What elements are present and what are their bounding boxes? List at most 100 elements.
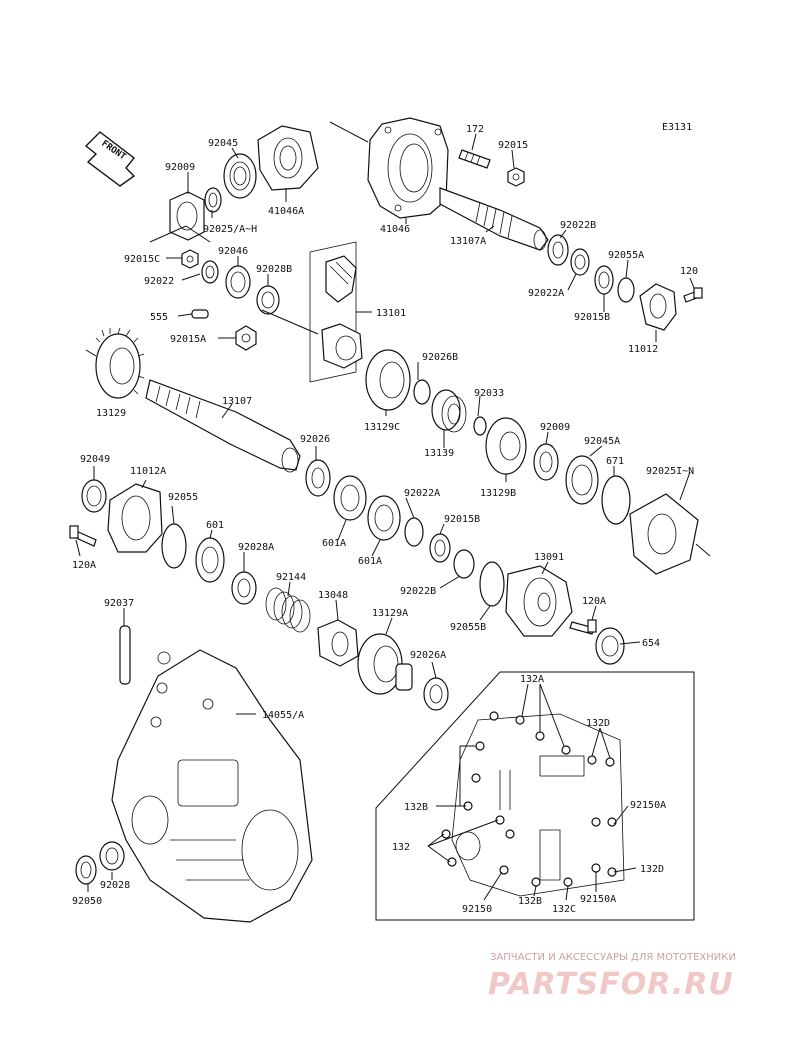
part-11012-cap — [639, 283, 677, 331]
label-601a-2: 601A — [358, 556, 382, 567]
label-132c: 132C — [552, 904, 576, 915]
label-13048: 13048 — [318, 590, 348, 601]
part-92015a-nut — [235, 325, 257, 351]
label-92025-in: 92025I~N — [646, 466, 694, 477]
label-132a: 132A — [520, 674, 544, 685]
label-92144: 92144 — [276, 572, 306, 583]
part-13129a-gear — [357, 633, 413, 695]
label-13139: 13139 — [424, 448, 454, 459]
label-13129a: 13129A — [372, 608, 408, 619]
label-92026: 92026 — [300, 434, 330, 445]
label-13129: 13129 — [96, 408, 126, 419]
part-555-pin — [191, 309, 209, 319]
part-601a-bearing-1 — [333, 475, 367, 521]
label-41046a: 41046A — [268, 206, 304, 217]
part-92015b-washer-mid — [429, 533, 451, 563]
label-555: 555 — [150, 312, 168, 323]
part-14055-crankcase — [111, 649, 313, 923]
watermark: ЗАПЧАСТИ И АКСЕССУАРЫ ДЛЯ МОТОТЕХНИКИ PA… — [488, 952, 736, 1002]
part-92055a-oring — [617, 277, 635, 303]
label-13091: 13091 — [534, 552, 564, 563]
label-92026a: 92026A — [410, 650, 446, 661]
label-120: 120 — [680, 266, 698, 277]
part-labels: 92045 92009 41046A 92025/A~H 41046 172 9… — [72, 124, 698, 915]
part-120-bolt — [683, 287, 703, 303]
label-41046: 41046 — [380, 224, 410, 235]
label-92015b-top: 92015B — [574, 312, 610, 323]
ref-code: E3131 — [662, 122, 692, 133]
part-92026-washer — [305, 459, 331, 497]
label-92037: 92037 — [104, 598, 134, 609]
part-13101-gear-set — [309, 241, 363, 383]
watermark-brand: PARTSFOR.RU — [488, 967, 734, 1002]
label-92055a: 92055A — [608, 250, 644, 261]
part-92022a-washer — [570, 248, 590, 276]
part-601a-bearing-2 — [367, 495, 401, 541]
part-92028b-collar — [256, 285, 280, 315]
part-92009-washer — [533, 443, 559, 481]
label-120a-left: 120A — [72, 560, 96, 571]
label-132d-bot: 132D — [640, 864, 664, 875]
part-13139-sleeve — [431, 389, 467, 433]
label-92022a-top: 92022A — [528, 288, 564, 299]
label-13107: 13107 — [222, 396, 252, 407]
part-92049-seal — [81, 479, 107, 513]
label-654: 654 — [642, 638, 660, 649]
part-120a-bolt-left — [69, 525, 97, 547]
part-92022-washer — [201, 260, 219, 284]
label-13101: 13101 — [376, 308, 406, 319]
part-11012a-cover — [107, 483, 163, 553]
part-92055b-oring — [479, 561, 505, 607]
part-92026b-washer — [413, 379, 431, 405]
part-92033-circlip — [473, 416, 487, 436]
label-92045: 92045 — [208, 138, 238, 149]
label-132: 132 — [392, 842, 410, 853]
label-14055: 14055/A — [262, 710, 304, 721]
label-92015c: 92015C — [124, 254, 160, 265]
part-13129c-gear — [365, 349, 411, 411]
part-92045-bearing — [223, 153, 257, 199]
part-601-bearing — [195, 537, 225, 583]
label-92022b-top: 92022B — [560, 220, 596, 231]
label-92022a-mid: 92022A — [404, 488, 440, 499]
label-671: 671 — [606, 456, 624, 467]
part-13107-shaft — [145, 379, 301, 473]
part-41046-housing — [367, 117, 449, 219]
label-92055: 92055 — [168, 492, 198, 503]
label-92150a-2: 92150A — [580, 894, 616, 905]
label-92025: 92025/A~H — [203, 224, 257, 235]
part-654-seal — [595, 627, 625, 665]
part-13129-gear — [95, 327, 145, 399]
part-13091-housing — [505, 565, 573, 637]
label-120a-right: 120A — [582, 596, 606, 607]
part-92055-oring — [161, 523, 187, 569]
part-41046a-housing — [257, 125, 319, 191]
part-13107a-shaft — [439, 187, 549, 251]
label-92028: 92028 — [100, 880, 130, 891]
label-92009: 92009 — [165, 162, 195, 173]
part-92028a-collar — [231, 571, 257, 605]
label-92026b: 92026B — [422, 352, 458, 363]
part-120a-bolt-right — [569, 619, 597, 635]
part-92022b-washer — [547, 234, 569, 266]
label-92022b-mid: 92022B — [400, 586, 436, 597]
label-92045a: 92045A — [584, 436, 620, 447]
label-132b-1: 132B — [404, 802, 428, 813]
front-arrow-icon: FRONT — [84, 131, 136, 187]
label-92049: 92049 — [80, 454, 110, 465]
part-92015b-washer — [594, 265, 614, 295]
part-92026a-washer — [423, 677, 449, 711]
label-92050: 92050 — [72, 896, 102, 907]
label-132b-2: 132B — [518, 896, 542, 907]
label-92015b-mid: 92015B — [444, 514, 480, 525]
part-92144-spring — [265, 587, 311, 633]
leader-lines — [75, 121, 711, 901]
label-92028b: 92028B — [256, 264, 292, 275]
label-92015: 92015 — [498, 140, 528, 151]
part-92046-bearing — [225, 265, 251, 299]
part-172-stud — [458, 149, 491, 169]
label-92150: 92150 — [462, 904, 492, 915]
part-92015-nut — [507, 167, 525, 187]
